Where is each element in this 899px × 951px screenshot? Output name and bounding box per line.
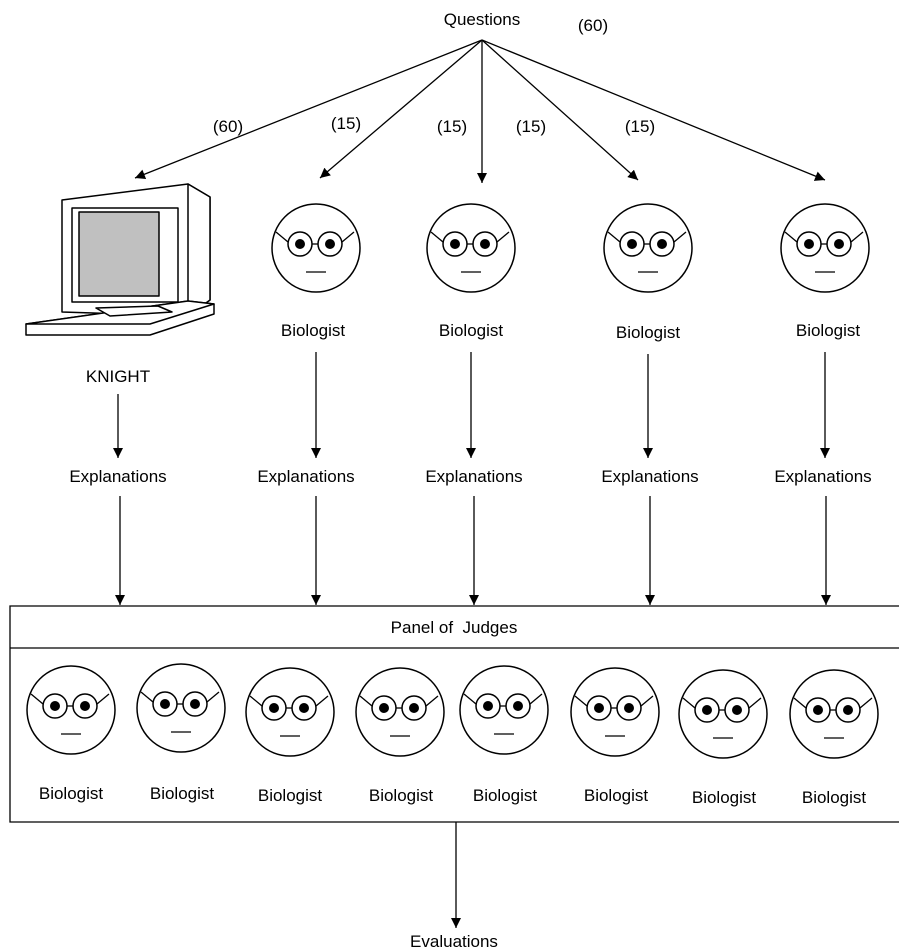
judge-8-face-icon [789,669,879,759]
judge-2-face-icon [136,663,226,753]
biologist-1-explanations: Explanations [257,467,354,486]
explanation-arrows [115,496,831,605]
judge-2-label: Biologist [150,784,215,803]
questions-count: (60) [578,16,608,35]
judge-5-label: Biologist [473,786,538,805]
answer-arrows [113,352,830,458]
questions-label: Questions [444,10,521,29]
evaluations-label: Evaluations [410,932,498,951]
computer-icon [25,183,215,336]
judge-3-label: Biologist [258,786,323,805]
biologist-3-face-icon [603,203,693,293]
knight-explanations: Explanations [69,467,166,486]
biologist-2-explanations: Explanations [425,467,522,486]
biologist-4-label: Biologist [796,321,861,340]
arrow-questions-to-biologist-3 [481,39,639,181]
judge-4-face-icon [355,667,445,757]
judge-4-label: Biologist [369,786,434,805]
arrow-questions-to-biologist-4 [481,39,826,181]
judge-5-face-icon [459,665,549,755]
judge-7-face-icon [678,669,768,759]
panel-title: Panel of Judges [391,618,518,637]
computer-screen [78,211,160,297]
biologist-3-explanations: Explanations [601,467,698,486]
arrow-questions-to-knight [134,39,483,179]
biologist-4-question-count: (15) [625,117,655,136]
biologist-4-explanations: Explanations [774,467,871,486]
judge-1-face-icon [26,665,116,755]
knight-label: KNIGHT [86,367,150,386]
biologist-3-label: Biologist [616,323,681,342]
biologist-3-question-count: (15) [516,117,546,136]
question-arrows [134,39,826,183]
arrow-questions-to-biologist-1 [319,39,483,179]
judge-1-label: Biologist [39,784,104,803]
judge-3-face-icon [245,667,335,757]
biologist-2-label: Biologist [439,321,504,340]
biologist-4-face-icon [780,203,870,293]
biologist-2-question-count: (15) [437,117,467,136]
biologist-1-label: Biologist [281,321,346,340]
panel-of-judges: Panel of Judges [9,605,899,823]
biologist-1-face-icon [271,203,361,293]
judge-6-label: Biologist [584,786,649,805]
judges: Biologist Biologist Biologist Biologist … [26,663,879,807]
knight-question-count: (60) [213,117,243,136]
judge-7-label: Biologist [692,788,757,807]
biologist-1-question-count: (15) [331,114,361,133]
judge-6-face-icon [570,667,660,757]
judge-8-label: Biologist [802,788,867,807]
biologist-2-face-icon [426,203,516,293]
